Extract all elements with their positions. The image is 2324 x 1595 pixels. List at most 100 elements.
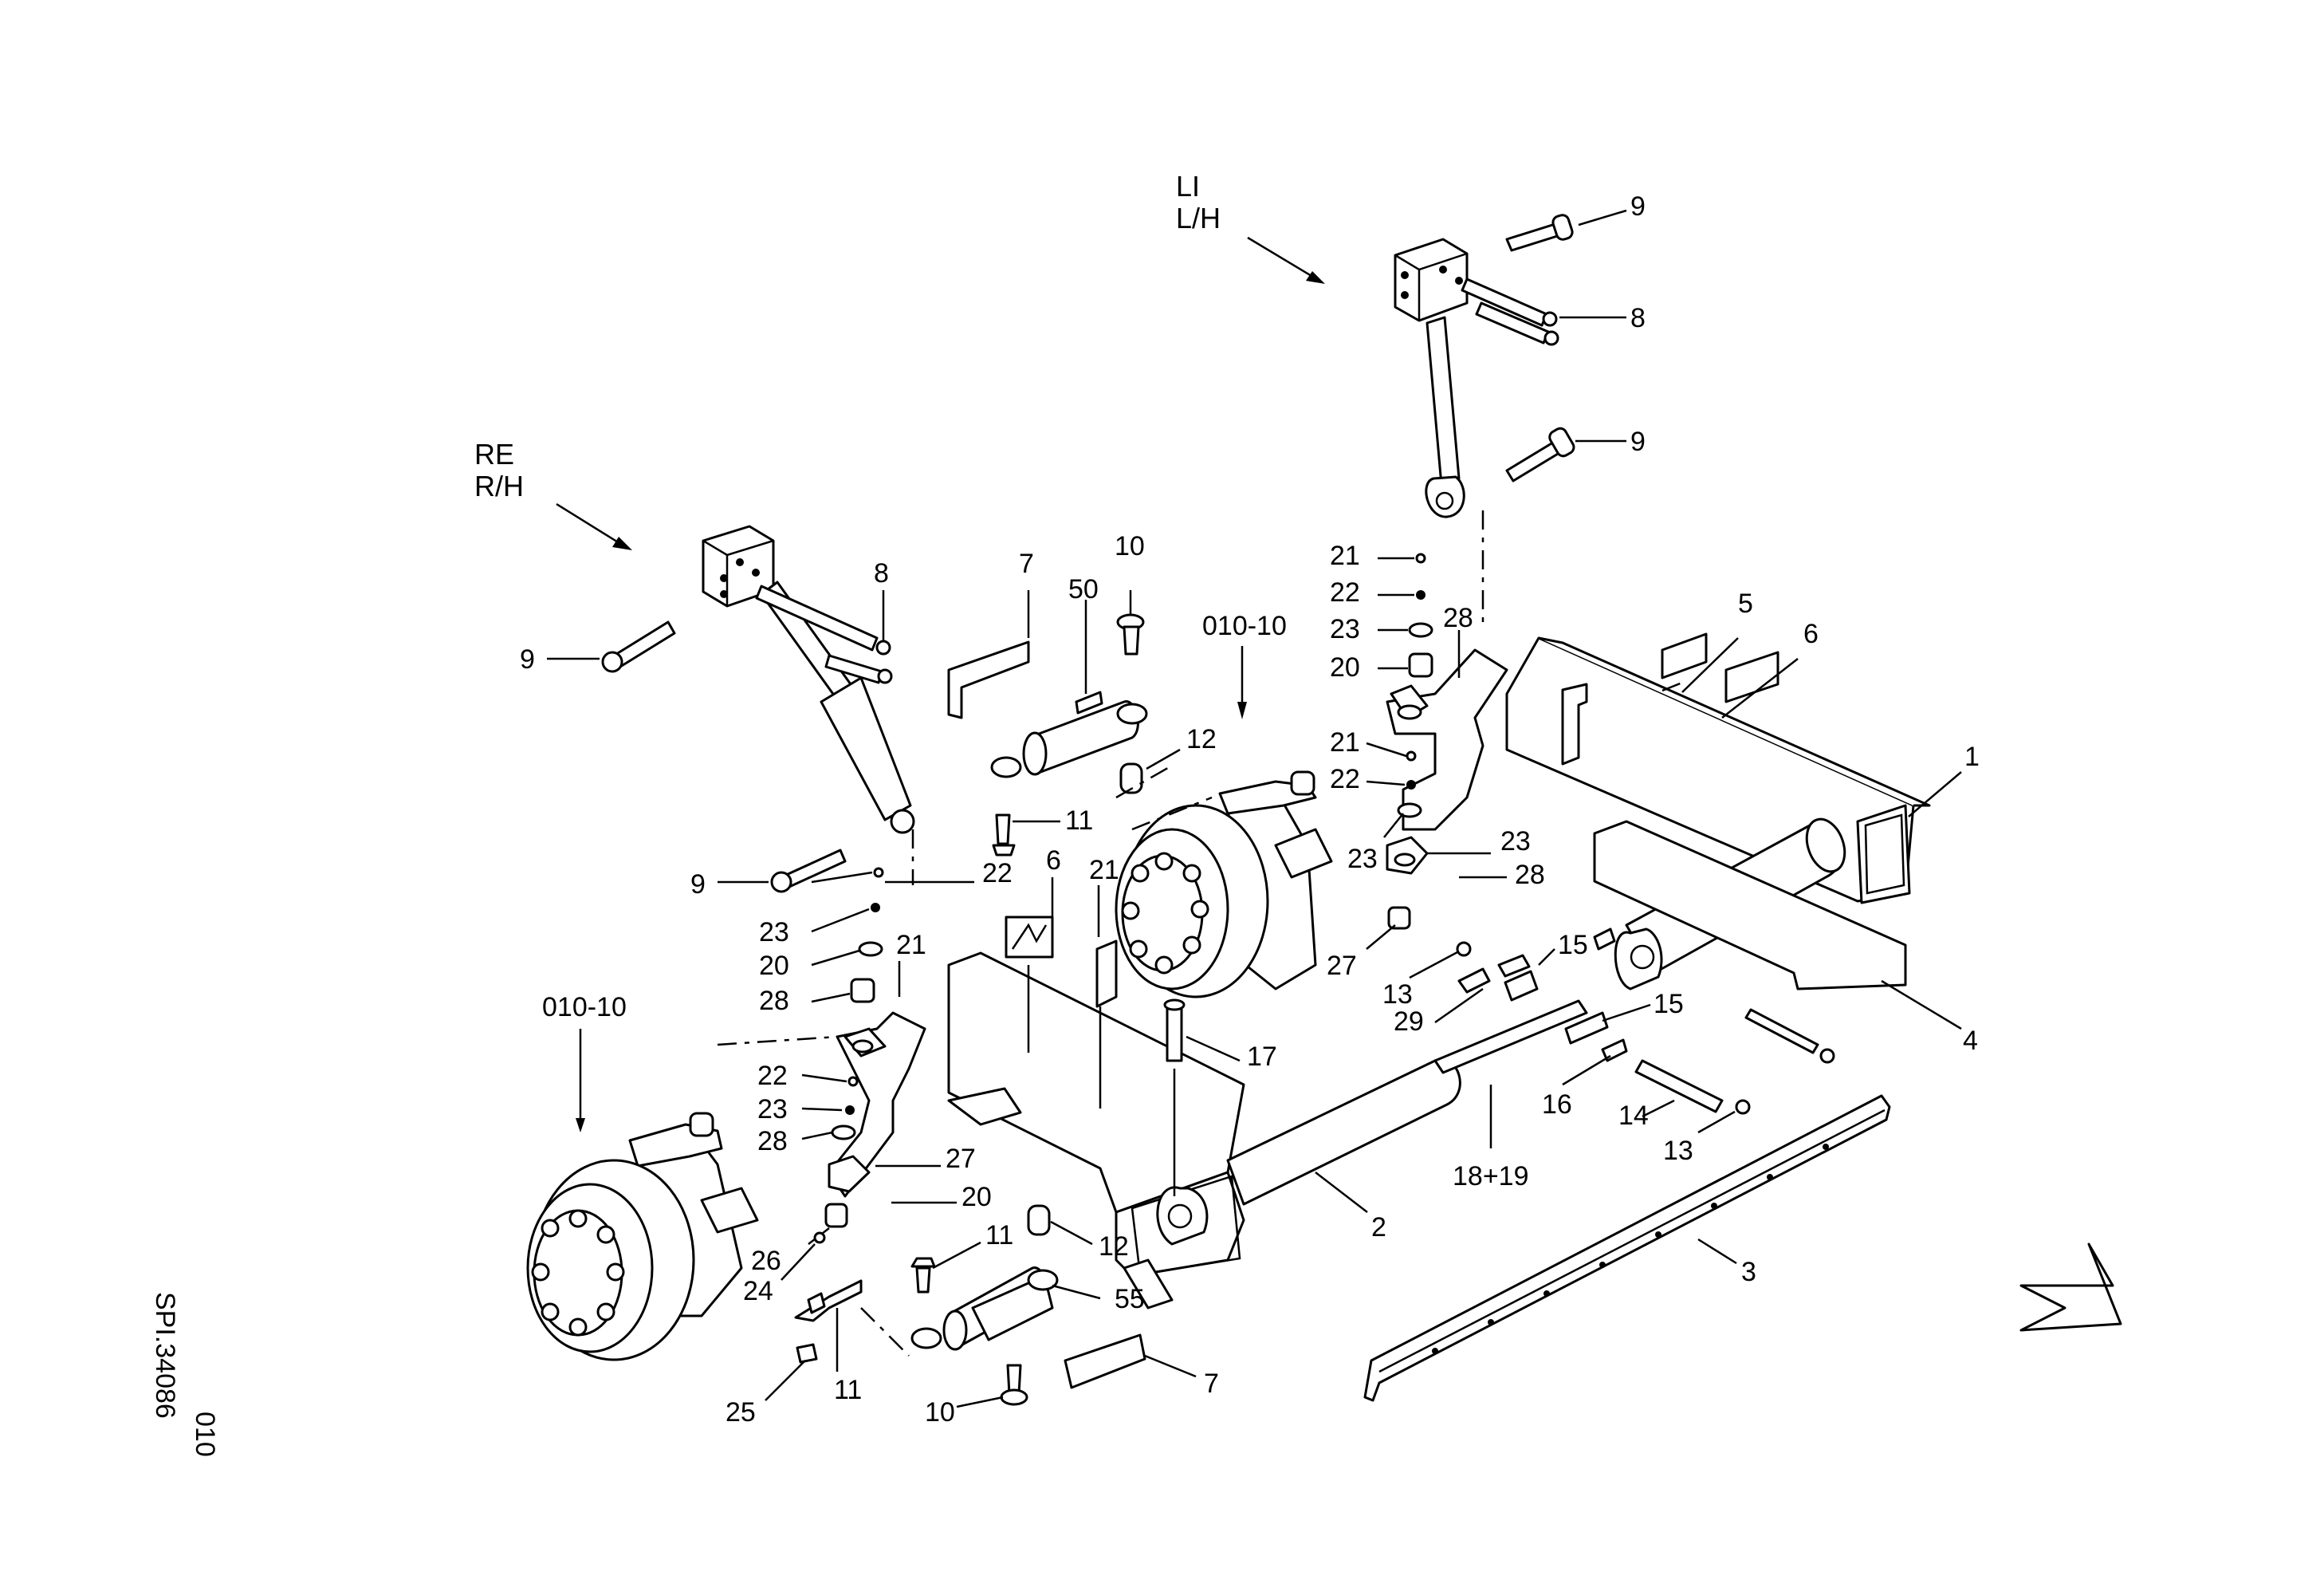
callout-21: 21 <box>1330 541 1360 571</box>
callout-15: 15 <box>1558 930 1588 960</box>
hub-lower: 010-10 <box>526 992 759 1361</box>
callout-24: 25 <box>726 1397 756 1428</box>
callout-17: 17 <box>1247 1042 1277 1072</box>
tie-rod-18-19: 18+19 <box>1433 999 1588 1191</box>
callout-9: 9 <box>1630 191 1646 222</box>
callout-50: 50 <box>1068 574 1099 605</box>
callout-8: 8 <box>1630 303 1646 333</box>
callout-3: 3 <box>1741 1257 1756 1287</box>
fastener-stack-left-lower: 21 22 23 27 <box>1327 727 1422 981</box>
bracket-7-upper: 7 <box>947 549 1034 719</box>
callout-14: 14 <box>1618 1101 1649 1131</box>
shock-absorber-right <box>702 525 915 885</box>
axle-beam-2: 2 <box>947 951 1461 1309</box>
callout-20: 27 <box>1327 951 1357 981</box>
bolt-8-left: 8 <box>1461 278 1646 346</box>
fastener-stack-right-upper: 22 23 20 28 <box>759 858 1013 1016</box>
pin-11-upper: 11 <box>992 764 1213 857</box>
callout-55: 55 <box>1115 1284 1145 1314</box>
orientation-right-hand: RE R/H <box>474 438 632 550</box>
orientation-left-hand: LI L/H <box>1176 170 1325 284</box>
drawing-code-number: SPI.34086 <box>150 1292 180 1419</box>
callout-28: 23 <box>1500 826 1531 857</box>
fastener-stack-left-upper: 21 22 23 20 <box>1330 541 1433 683</box>
callout-7: 7 <box>1019 549 1034 579</box>
callout-7: 7 <box>1204 1369 1219 1399</box>
callout-9: 9 <box>1630 427 1646 457</box>
callout-4: 4 <box>1963 1026 1978 1056</box>
callout-22: 23 <box>759 917 789 947</box>
callout-1: 1 <box>1964 742 1980 772</box>
callout-20: 20 <box>1330 652 1360 683</box>
label-plates-lower: 6 21 <box>1005 845 1119 1109</box>
callout-2: 2 <box>1371 1212 1386 1243</box>
callout-20: 26 <box>751 1246 781 1276</box>
lh-arrowhead <box>1306 271 1325 284</box>
callout-21: 22 <box>757 1061 788 1091</box>
bolt-9-upper-left: 9 <box>1505 191 1646 252</box>
direction-arrow-icon <box>2019 1243 2122 1332</box>
lh-label: L/H <box>1176 202 1221 234</box>
callout-22: 22 <box>1330 577 1360 608</box>
label-plates-upper: 5 6 <box>1661 589 1819 719</box>
bracket-7-lower: 7 <box>1064 1333 1219 1399</box>
callout-13: 13 <box>1663 1136 1693 1166</box>
callout-28: 27 <box>946 1144 976 1174</box>
callout-29: 29 <box>1394 1006 1424 1037</box>
callout-6: 6 <box>1803 619 1819 649</box>
rh-arrow <box>556 502 627 549</box>
callout-6: 21 <box>1089 855 1119 885</box>
callout-23: 20 <box>759 951 789 981</box>
pin-11-lower: 11 <box>910 1220 1013 1294</box>
bolt-8-right: 8 <box>755 558 893 684</box>
callout-16: 16 <box>1542 1089 1572 1120</box>
drawing-code-010: 010 <box>190 1412 220 1457</box>
callout-18-19: 18+19 <box>1453 1161 1529 1191</box>
bracket-28-right: 21 27 20 <box>828 930 1022 1212</box>
bushing-12-lower: 12 <box>1027 1204 1129 1262</box>
callout-12: 12 <box>1186 724 1217 754</box>
drawing-code: 010 SPI.34086 <box>150 1292 220 1457</box>
callout-5: 6 <box>1046 845 1061 876</box>
bolt-9-lower-left: 9 <box>1505 427 1646 482</box>
callout-23: 28 <box>757 1126 788 1156</box>
callout-15: 15 <box>1654 989 1684 1019</box>
hub-upper: 010-10 <box>1115 611 1333 998</box>
callout-22: 23 <box>757 1094 788 1124</box>
lh-code: LI <box>1176 170 1200 203</box>
rail-3: 3 <box>1363 1094 1891 1402</box>
rh-label: R/H <box>474 470 524 502</box>
callout-27: 20 <box>961 1182 992 1212</box>
callout-23: 23 <box>1330 614 1360 644</box>
callout-28: 28 <box>1443 603 1473 633</box>
shock-absorber-left <box>1394 238 1484 622</box>
callout-20: 28 <box>759 986 789 1016</box>
link-parts-13-16: 13 29 15 15 16 14 13 <box>1382 930 1835 1166</box>
callout-11: 11 <box>985 1220 1013 1250</box>
fastener-stack-right-lower: 22 23 28 26 <box>717 1035 859 1276</box>
bolt-10-lower: 10 <box>925 1364 1028 1428</box>
pin-17: 17 <box>1163 998 1277 1196</box>
callout-8: 8 <box>874 558 889 589</box>
callout-23: 23 <box>1347 844 1378 874</box>
bushing-12-upper: 12 <box>1119 724 1217 794</box>
hub-ref-upper: 010-10 <box>1202 611 1287 641</box>
callout-25: 11 <box>834 1375 862 1405</box>
callout-22: 22 <box>1330 764 1360 794</box>
cylinder-50: 50 <box>990 574 1148 778</box>
hub-ref-lower: 010-10 <box>542 992 627 1022</box>
callout-9: 9 <box>690 869 706 900</box>
bolt-10-upper: 10 <box>1115 531 1145 656</box>
rh-code: RE <box>474 438 514 471</box>
bolt-9-lower-right: 9 <box>690 849 847 900</box>
bolt-9-upper-right: 9 <box>520 620 676 675</box>
callout-21: 21 <box>1330 727 1360 758</box>
callout-27: 28 <box>1515 860 1545 890</box>
callout-9: 9 <box>520 644 535 675</box>
lh-arrow <box>1247 236 1320 282</box>
rh-arrowhead <box>612 537 632 550</box>
callout-5: 5 <box>1738 589 1753 619</box>
bracket-28-left: 28 23 28 <box>1386 603 1545 890</box>
callout-13: 13 <box>1382 979 1413 1010</box>
